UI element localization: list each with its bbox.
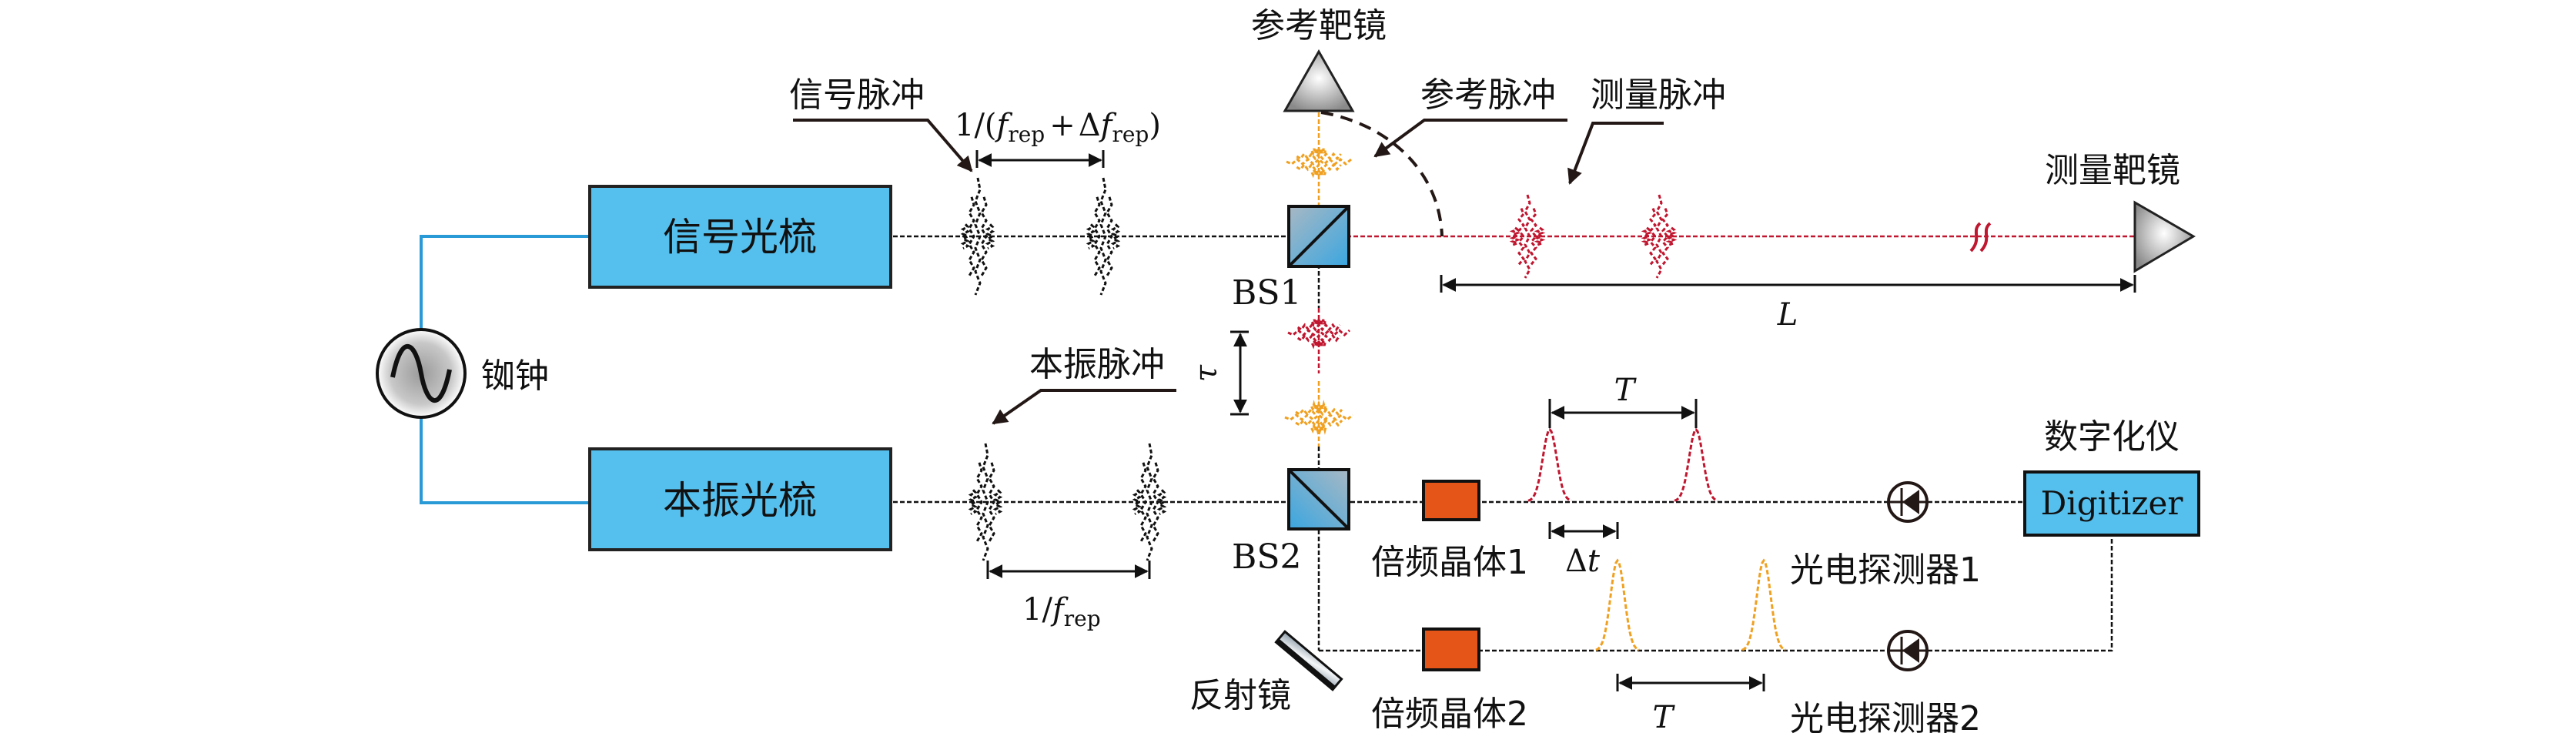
signal-comb: 信号光梳	[588, 185, 892, 289]
delayed-reference-pulse	[1284, 400, 1353, 435]
digitizer-box	[2023, 470, 2200, 537]
time-offset-label: Δt	[1565, 544, 1601, 579]
rubidium-clock: 铷钟	[376, 328, 549, 419]
signal-pulse-leader	[793, 119, 973, 172]
reference-pulse-leader	[1373, 119, 1567, 158]
measurement-target-label: 测量靶镜	[2045, 151, 2180, 190]
measurement-pulse	[1641, 194, 1678, 279]
photodetector-1: 光电探测器1	[1790, 481, 1981, 590]
distance-label: L	[1777, 297, 1798, 333]
reference-pulse	[1286, 148, 1352, 179]
bottom-period-label: T	[1653, 700, 1676, 735]
mirror-backing	[1276, 638, 1336, 690]
lo-comb-box	[588, 447, 892, 551]
photodetector-1-label: 光电探测器1	[1790, 551, 1981, 590]
distance-dimension	[1440, 275, 2136, 293]
bottom-period-dimension	[1616, 674, 1765, 691]
crystal-2-label: 倍频晶体2	[1371, 694, 1528, 734]
reference-pulse-callout: 参考脉冲	[1373, 75, 1567, 158]
signal-pulse-callout: 信号脉冲	[789, 75, 973, 172]
lo-comb: 本振光梳	[588, 447, 892, 551]
delay-dimension	[1230, 330, 1249, 416]
measurement-pulse	[1509, 194, 1546, 279]
crystal-2-box	[1422, 628, 1480, 671]
vertical-pulses	[1284, 148, 1353, 435]
delayed-measurement-pulse	[1287, 319, 1351, 350]
lo-pulse-label: 本振脉冲	[1029, 345, 1165, 384]
measurement-target: 测量靶镜	[2045, 151, 2196, 273]
lo-comb-label: 本振光梳	[663, 478, 817, 523]
signal-period-dimension	[975, 150, 1105, 168]
measurement-pulse-callout: 测量脉冲	[1567, 75, 1726, 185]
crystal-1-box	[1422, 480, 1480, 521]
digitizer-caption: 数字化仪	[2044, 417, 2180, 457]
measurement-pulse-leader	[1567, 122, 1664, 185]
beams	[893, 112, 2135, 652]
pd1-triangle	[1902, 490, 1919, 514]
reference-pulse-label: 参考脉冲	[1420, 75, 1556, 115]
clock-links	[420, 235, 590, 504]
sine-wave-icon	[390, 344, 452, 403]
lo-pulse	[968, 443, 1003, 561]
break-symbol	[1969, 222, 1992, 253]
reference-target-label: 参考靶镜	[1251, 6, 1387, 45]
lo-pulse-leader	[992, 389, 1176, 425]
bs1-diagonal	[1287, 205, 1350, 268]
pd2-triangle	[1902, 638, 1919, 663]
signal-comb-box	[588, 185, 892, 289]
lo-period-label: 1/frep	[1022, 592, 1101, 631]
measurement-pulse-label: 测量脉冲	[1591, 75, 1726, 115]
reference-prism-icon	[1283, 49, 1355, 112]
bs2: BS2	[1232, 468, 1350, 577]
shg-pulse-orange	[1595, 558, 1640, 651]
lo-pulses	[968, 443, 1167, 561]
shg-pulses	[1527, 427, 1786, 651]
digitizer-label: Digitizer	[2041, 484, 2184, 522]
measurement-prism-icon	[2133, 200, 2196, 273]
measurement-pulses	[1509, 194, 1678, 279]
rubidium-clock-label: 铷钟	[481, 356, 549, 396]
bs2-label: BS2	[1232, 537, 1301, 577]
clock-to-lo-comb-link	[420, 417, 590, 504]
signal-period-label: 1/(frep+Δfrep)	[955, 108, 1161, 147]
top-period-label: T	[1614, 373, 1638, 408]
signal-pulse-label: 信号脉冲	[789, 75, 925, 115]
clock-to-signal-comb-link	[420, 235, 590, 330]
bs2-diagonal	[1287, 468, 1350, 530]
shg-pulse-red	[1527, 427, 1572, 502]
top-period-dimension	[1548, 399, 1698, 428]
reference-swing-arc	[1320, 111, 1444, 237]
reference-target: 参考靶镜	[1251, 6, 1444, 237]
shg-pulse-red	[1674, 427, 1718, 502]
time-offset-dimension	[1548, 522, 1619, 539]
signal-comb-label: 信号光梳	[663, 215, 817, 259]
lo-pulse-callout: 本振脉冲	[992, 345, 1176, 425]
mirror-label: 反射镜	[1189, 676, 1291, 715]
photodetector-2-label: 光电探测器2	[1790, 699, 1981, 738]
signal-pulse	[960, 177, 995, 296]
digitizer: Digitizer 数字化仪	[2023, 417, 2200, 537]
signal-pulses	[960, 177, 1121, 296]
lo-period-dimension	[986, 561, 1151, 579]
pd2-to-digitizer-line	[1928, 535, 2113, 652]
delay-label: τ	[1189, 364, 1224, 382]
crystal-1-label: 倍频晶体1	[1371, 543, 1528, 582]
bs1: BS1	[1232, 205, 1350, 313]
signal-pulse	[1086, 177, 1121, 296]
shg-pulse-orange	[1741, 558, 1786, 651]
shg-crystal-2: 倍频晶体2	[1371, 628, 1528, 734]
lo-pulse	[1132, 443, 1167, 561]
photodetector-2: 光电探测器2	[1790, 630, 1981, 738]
bs1-label: BS1	[1232, 273, 1301, 313]
mirror: 反射镜	[1189, 630, 1343, 715]
shg-crystal-1: 倍频晶体1	[1371, 480, 1528, 582]
